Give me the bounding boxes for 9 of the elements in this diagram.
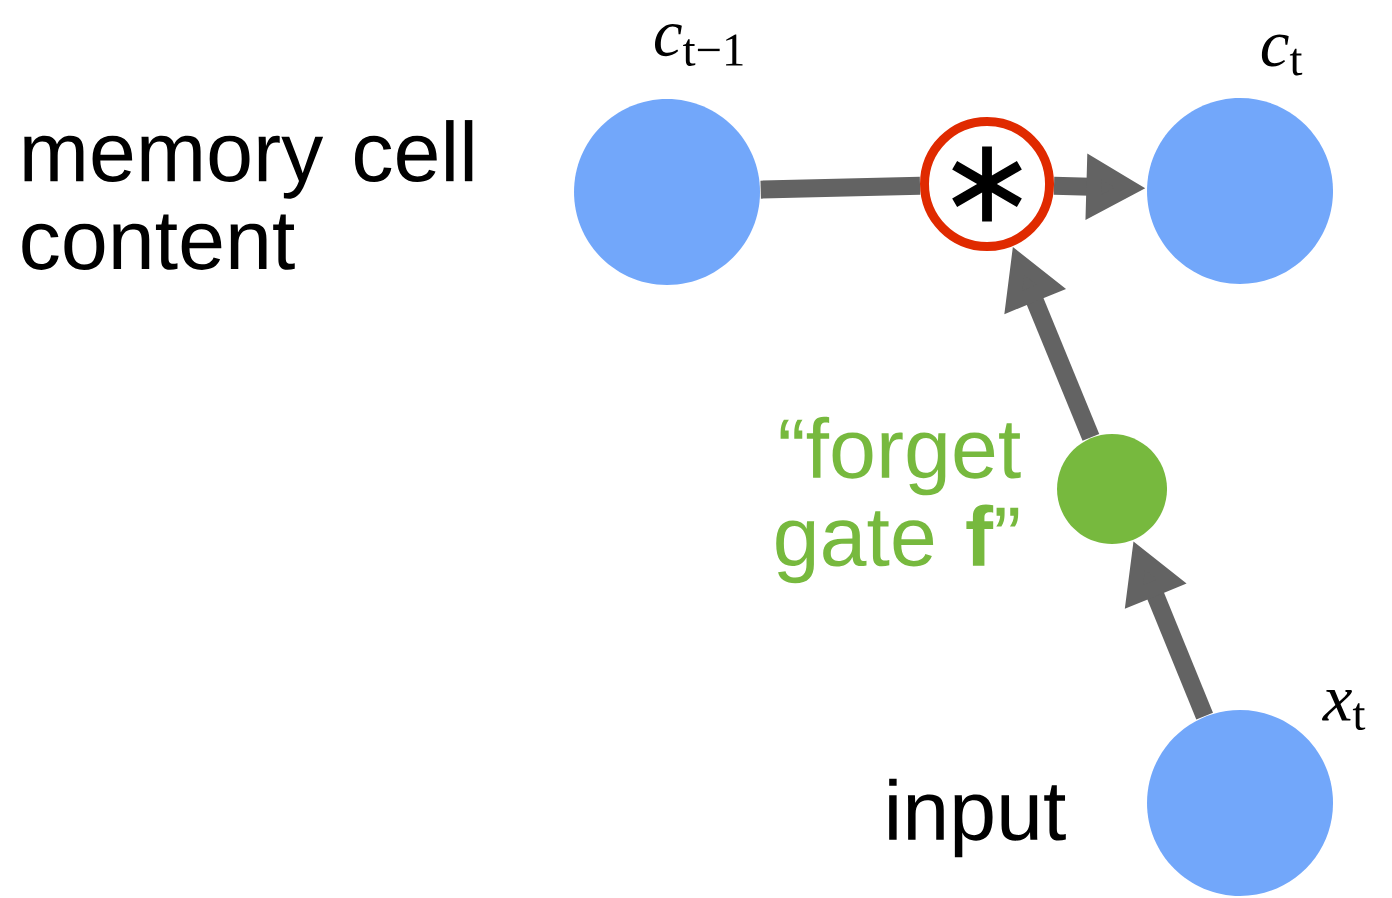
subscript-variable-label: c$_{t}$	[1261, 34, 1303, 76]
side-label: input	[889, 778, 1066, 858]
subscript-variable-label: x$_{t}$	[1322, 689, 1366, 731]
gate-label: “forget gate f”	[776, 416, 1021, 584]
circle-node	[1147, 98, 1334, 284]
circle-node	[574, 99, 760, 285]
side-label: memory cell content	[22, 120, 473, 270]
circle-node	[1057, 434, 1168, 544]
subscript-variable-label: c$_{t−1}$	[655, 24, 743, 66]
